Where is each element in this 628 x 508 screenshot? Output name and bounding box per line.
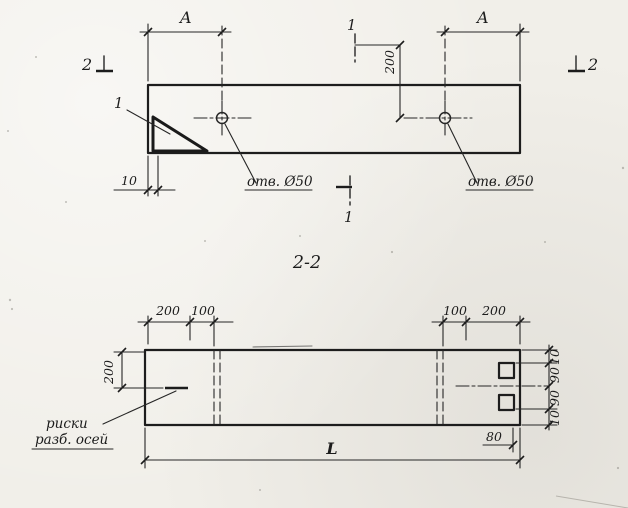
hole-right — [403, 100, 473, 136]
dim-100-topright-label: 100 — [443, 303, 467, 318]
end-notch-lower — [497, 393, 516, 412]
top-view: 1 A A — [81, 8, 598, 226]
hole-callout-left: отв. Ø50 — [224, 123, 313, 191]
beam-outline-section — [143, 348, 522, 427]
detail-leader-line — [126, 109, 171, 135]
hole-label-left: отв. Ø50 — [247, 174, 313, 190]
end-notch-upper — [497, 361, 516, 380]
dim-90-lower-label: 90 — [547, 390, 562, 406]
hole-callout-right: отв. Ø50 — [447, 123, 534, 191]
section-view: 2-2 200 100 — [31, 253, 562, 469]
section1-top-label: 1 — [347, 18, 356, 34]
dim-100-topleft-label: 100 — [191, 303, 215, 318]
section2-right-label: 2 — [587, 55, 598, 74]
section-2-left: 2 — [81, 55, 113, 74]
hidden-axis-lines — [213, 349, 444, 426]
dim-a-right-label: A — [475, 8, 489, 27]
dim-chain-top-left: 200 100 — [137, 303, 234, 347]
section2-left-label: 2 — [81, 55, 92, 74]
dim-10-plan-label: 10 — [121, 173, 137, 188]
axes-note-line2: разб. осей — [35, 432, 108, 448]
detail-mark-label: 1 — [114, 96, 123, 112]
dimension-80: 80 — [482, 427, 518, 453]
dim-200-left: 200 — [101, 347, 164, 393]
sketch-overstroke — [252, 345, 313, 348]
dimension-10-plan: 10 — [113, 155, 176, 197]
dim-200-topright-label: 200 — [481, 303, 506, 318]
dim-80-label: 80 — [486, 429, 502, 444]
section1-bottom-label: 1 — [344, 210, 353, 226]
section-1-top: 1 200 — [347, 18, 405, 123]
detail-triangle — [151, 115, 209, 153]
section-title: 2-2 — [292, 253, 321, 273]
scan-noise — [7, 56, 628, 508]
beam-outline-plan — [146, 83, 522, 155]
dim-200-plan-label: 200 — [382, 50, 397, 75]
dim-a-left-label: A — [178, 8, 192, 27]
dim-10-bottom-label: 10 — [547, 410, 562, 426]
section-1-bottom: 1 — [336, 175, 353, 226]
dim-90-upper-label: 90 — [547, 367, 562, 383]
dim-chain-top-right: 100 200 — [431, 303, 531, 347]
dim-200-left-label: 200 — [101, 360, 116, 385]
dim-10-top-label: 10 — [547, 349, 562, 365]
axes-note-line1: риски — [46, 416, 88, 432]
dim-chain-right: 10 90 90 10 — [515, 344, 562, 431]
dimension-a-right: A — [436, 8, 530, 101]
dimension-L: L — [140, 427, 525, 469]
axes-note: риски разб. осей — [31, 390, 177, 450]
hole-left — [193, 100, 253, 136]
dim-L-label: L — [325, 439, 337, 458]
dim-200-topleft-label: 200 — [155, 303, 180, 318]
dimension-a-left: A — [139, 8, 232, 101]
hole-label-right: отв. Ø50 — [468, 174, 534, 190]
section-2-right: 2 — [568, 55, 598, 74]
